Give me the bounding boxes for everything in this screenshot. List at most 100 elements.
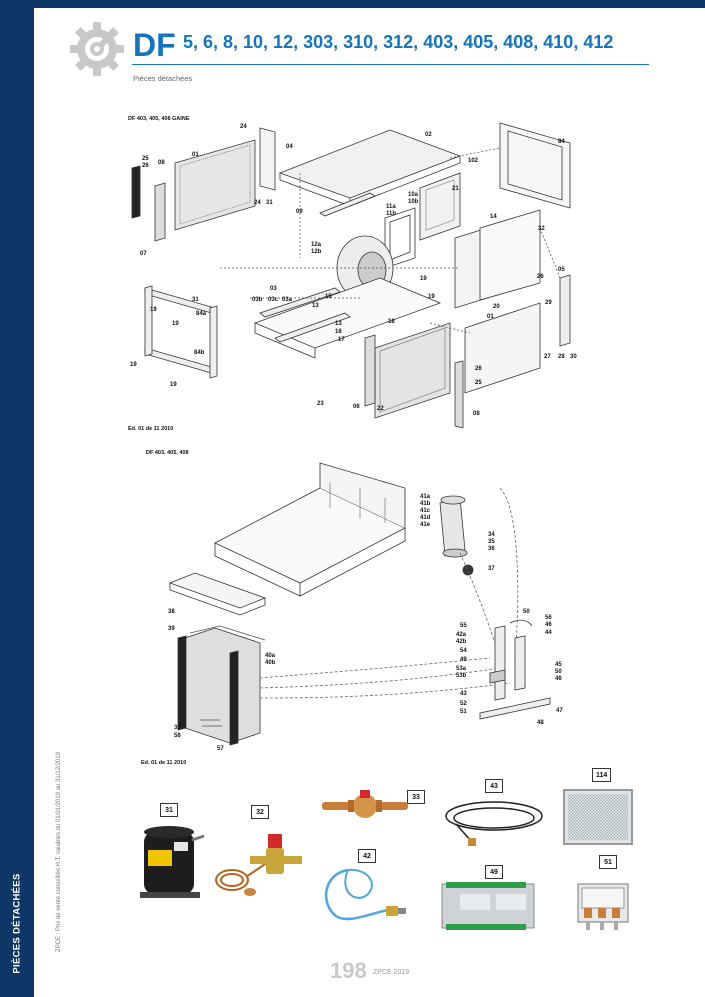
footer-reference: ZPCE 2019 [373, 969, 410, 976]
pressure-switch-image [445, 801, 543, 846]
svg-text:42b: 42b [456, 639, 467, 645]
part-tag-114: 114 [592, 768, 612, 782]
svg-text:57: 57 [217, 746, 224, 752]
svg-text:48: 48 [537, 720, 544, 726]
svg-text:33: 33 [174, 725, 181, 731]
svg-text:19: 19 [170, 382, 177, 388]
diagram-top-edition: Ed. 01 de 11 2010 [128, 426, 174, 432]
gear-wrench-icon [70, 22, 124, 76]
page-subtitle: Pièces détachées [133, 74, 193, 83]
diagram-mid-edition: Ed. 01 de 11 2010 [141, 760, 187, 766]
svg-text:25: 25 [142, 156, 149, 162]
svg-text:04: 04 [286, 144, 293, 150]
part-tag-43: 43 [485, 779, 503, 793]
svg-text:37: 37 [488, 566, 495, 572]
svg-text:23: 23 [317, 401, 324, 407]
svg-text:01: 01 [192, 152, 199, 158]
svg-text:28: 28 [558, 354, 565, 360]
page-title-brand: DF [133, 27, 176, 63]
svg-text:15: 15 [325, 294, 332, 300]
diagram-top-title: DF 403, 405, 408 GAINE [128, 116, 190, 122]
sensor-cable-image [324, 868, 406, 921]
part-tag-32: 32 [251, 805, 269, 819]
svg-text:56: 56 [545, 615, 552, 621]
svg-text:06: 06 [353, 404, 360, 410]
svg-text:17: 17 [338, 337, 345, 343]
svg-text:19: 19 [172, 321, 179, 327]
svg-text:03b: 03b [252, 297, 263, 303]
svg-text:11a: 11a [386, 204, 396, 210]
svg-text:22: 22 [377, 406, 384, 412]
svg-text:36: 36 [488, 546, 495, 552]
svg-text:43: 43 [460, 691, 467, 697]
svg-text:24: 24 [240, 124, 247, 130]
svg-text:13: 13 [335, 321, 342, 327]
page-title-models: 5, 6, 8, 10, 12, 303, 310, 312, 403, 405… [183, 32, 614, 52]
svg-text:09: 09 [296, 209, 303, 215]
svg-text:52: 52 [460, 701, 467, 707]
svg-text:41c: 41c [420, 508, 431, 514]
svg-text:19: 19 [130, 362, 137, 368]
svg-text:41a: 41a [420, 494, 431, 500]
svg-text:84a: 84a [196, 311, 207, 317]
svg-text:51: 51 [460, 709, 467, 715]
part-tag-49: 49 [485, 865, 503, 879]
sidebar-label: PIÈCES DÉTACHÉES [11, 872, 23, 974]
svg-text:14: 14 [490, 214, 497, 220]
svg-text:07: 07 [140, 251, 147, 257]
part-tag-33: 33 [407, 790, 425, 804]
svg-text:29: 29 [545, 300, 552, 306]
svg-text:27: 27 [544, 354, 551, 360]
contactor-image [577, 883, 629, 930]
svg-text:50: 50 [555, 669, 562, 675]
svg-text:53b: 53b [456, 673, 467, 679]
svg-text:03c: 03c [268, 297, 279, 303]
part-tag-51: 51 [599, 855, 617, 869]
side-bar [0, 0, 34, 997]
svg-text:41e: 41e [420, 522, 431, 528]
svg-text:01: 01 [487, 314, 494, 320]
svg-text:26: 26 [475, 366, 482, 372]
svg-text:35: 35 [488, 539, 495, 545]
part-tag-31: 31 [160, 803, 178, 817]
svg-text:55: 55 [460, 623, 467, 629]
solenoid-valve-image [322, 790, 408, 818]
svg-text:54: 54 [460, 648, 467, 654]
part-tag-42: 42 [358, 849, 376, 863]
svg-text:40a: 40a [265, 653, 276, 659]
svg-text:40b: 40b [265, 660, 276, 666]
svg-text:45: 45 [555, 662, 562, 668]
sidebar-note: ZPCE : Prix de vente conseillés H.T. val… [56, 751, 62, 953]
diagram-mid-title: DF 403, 405, 408 [146, 450, 189, 456]
svg-text:25: 25 [475, 380, 482, 386]
svg-text:102: 102 [468, 158, 479, 164]
top-bar [34, 0, 705, 8]
svg-text:46: 46 [555, 676, 562, 682]
title-divider [132, 64, 649, 65]
svg-text:58: 58 [174, 733, 181, 739]
svg-text:49: 49 [460, 657, 467, 663]
svg-text:41d: 41d [420, 515, 431, 521]
svg-text:31: 31 [192, 297, 199, 303]
svg-text:03a: 03a [282, 297, 293, 303]
svg-text:18: 18 [388, 319, 395, 325]
svg-text:03: 03 [270, 286, 277, 292]
compressor-image [140, 826, 205, 898]
svg-text:12a: 12a [311, 242, 322, 248]
svg-text:46: 46 [545, 622, 552, 628]
svg-text:26: 26 [142, 163, 149, 169]
svg-text:13: 13 [312, 303, 319, 309]
svg-text:12b: 12b [311, 249, 322, 255]
svg-text:10b: 10b [408, 199, 419, 205]
svg-text:19: 19 [428, 294, 435, 300]
controller-board-image [441, 882, 535, 930]
svg-text:10a: 10a [408, 192, 419, 198]
svg-text:32: 32 [538, 226, 545, 232]
svg-text:08: 08 [158, 160, 165, 166]
svg-text:84: 84 [558, 139, 565, 145]
svg-text:53a: 53a [456, 666, 467, 672]
svg-text:38: 38 [168, 609, 175, 615]
svg-text:30: 30 [570, 354, 577, 360]
